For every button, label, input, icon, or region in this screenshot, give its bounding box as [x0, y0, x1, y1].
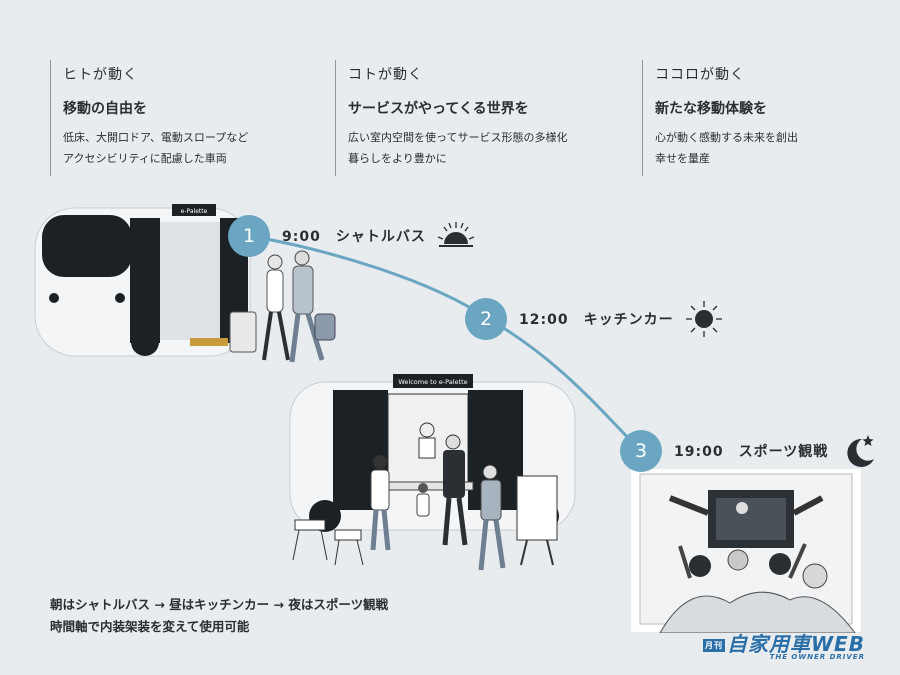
step-label: 12:00 キッチンカー [519, 312, 674, 328]
column-subtitle: サービスがやってくる世界を [348, 101, 529, 117]
logo-tagline: THE OWNER DRIVER [769, 653, 865, 661]
column-things: コトが動く サービスがやってくる世界を 広い室内空間を使ってサービス形態の多様化… [335, 60, 567, 176]
column-subtitle: 新たな移動体験を [655, 101, 767, 117]
column-description: 低床、大開口ドア、電動スロープなど アクセシビリティに配慮した車両 [63, 131, 249, 165]
shuttle-sign: e-Palette [181, 208, 208, 215]
logo-name: 自家用車WEB [727, 632, 865, 656]
step-number: 1 [228, 215, 270, 257]
step-label: 19:00 スポーツ観戦 [674, 444, 829, 460]
step-evening: 3 19:00 スポーツ観戦 [620, 430, 878, 472]
footer-summary: 朝はシャトルバス → 昼はキッチンカー → 夜はスポーツ観戦 時間軸で内装架装を… [50, 594, 388, 638]
step-noon: 2 12:00 キッチンカー [465, 298, 724, 340]
sunrise-icon [437, 222, 475, 247]
sun-icon [685, 301, 722, 337]
moon-star-icon [847, 435, 875, 467]
column-title: コトが動く [348, 67, 423, 83]
sports-viewing-illustration [630, 468, 862, 633]
kitchen-car-illustration: Welcome to e-Palette [289, 374, 576, 571]
logo-badge: 月刊 [703, 639, 725, 652]
column-title: ヒトが動く [63, 67, 138, 83]
kitchen-sign: Welcome to e-Palette [398, 378, 467, 386]
step-morning: 1 9:00 シャトルバス [228, 215, 476, 257]
step-number: 3 [620, 430, 662, 472]
column-heart: ココロが動く 新たな移動体験を 心が動く感動する未来を創出 幸せを量産 [642, 60, 798, 176]
column-subtitle: 移動の自由を [63, 101, 147, 117]
step-number: 2 [465, 298, 507, 340]
footer-line: 朝はシャトルバス → 昼はキッチンカー → 夜はスポーツ観戦 [50, 597, 389, 612]
column-title: ココロが動く [655, 67, 745, 83]
footer-line: 時間軸で内装架装を変えて使用可能 [50, 619, 250, 634]
column-people: ヒトが動く 移動の自由を 低床、大開口ドア、電動スロープなど アクセシビリティに… [50, 60, 248, 176]
column-description: 心が動く感動する未来を創出 幸せを量産 [655, 131, 798, 165]
column-description: 広い室内空間を使ってサービス形態の多様化 暮らしをより豊かに [348, 131, 568, 165]
site-logo: 月刊自家用車WEB THE OWNER DRIVER [703, 628, 865, 661]
step-label: 9:00 シャトルバス [282, 229, 426, 245]
